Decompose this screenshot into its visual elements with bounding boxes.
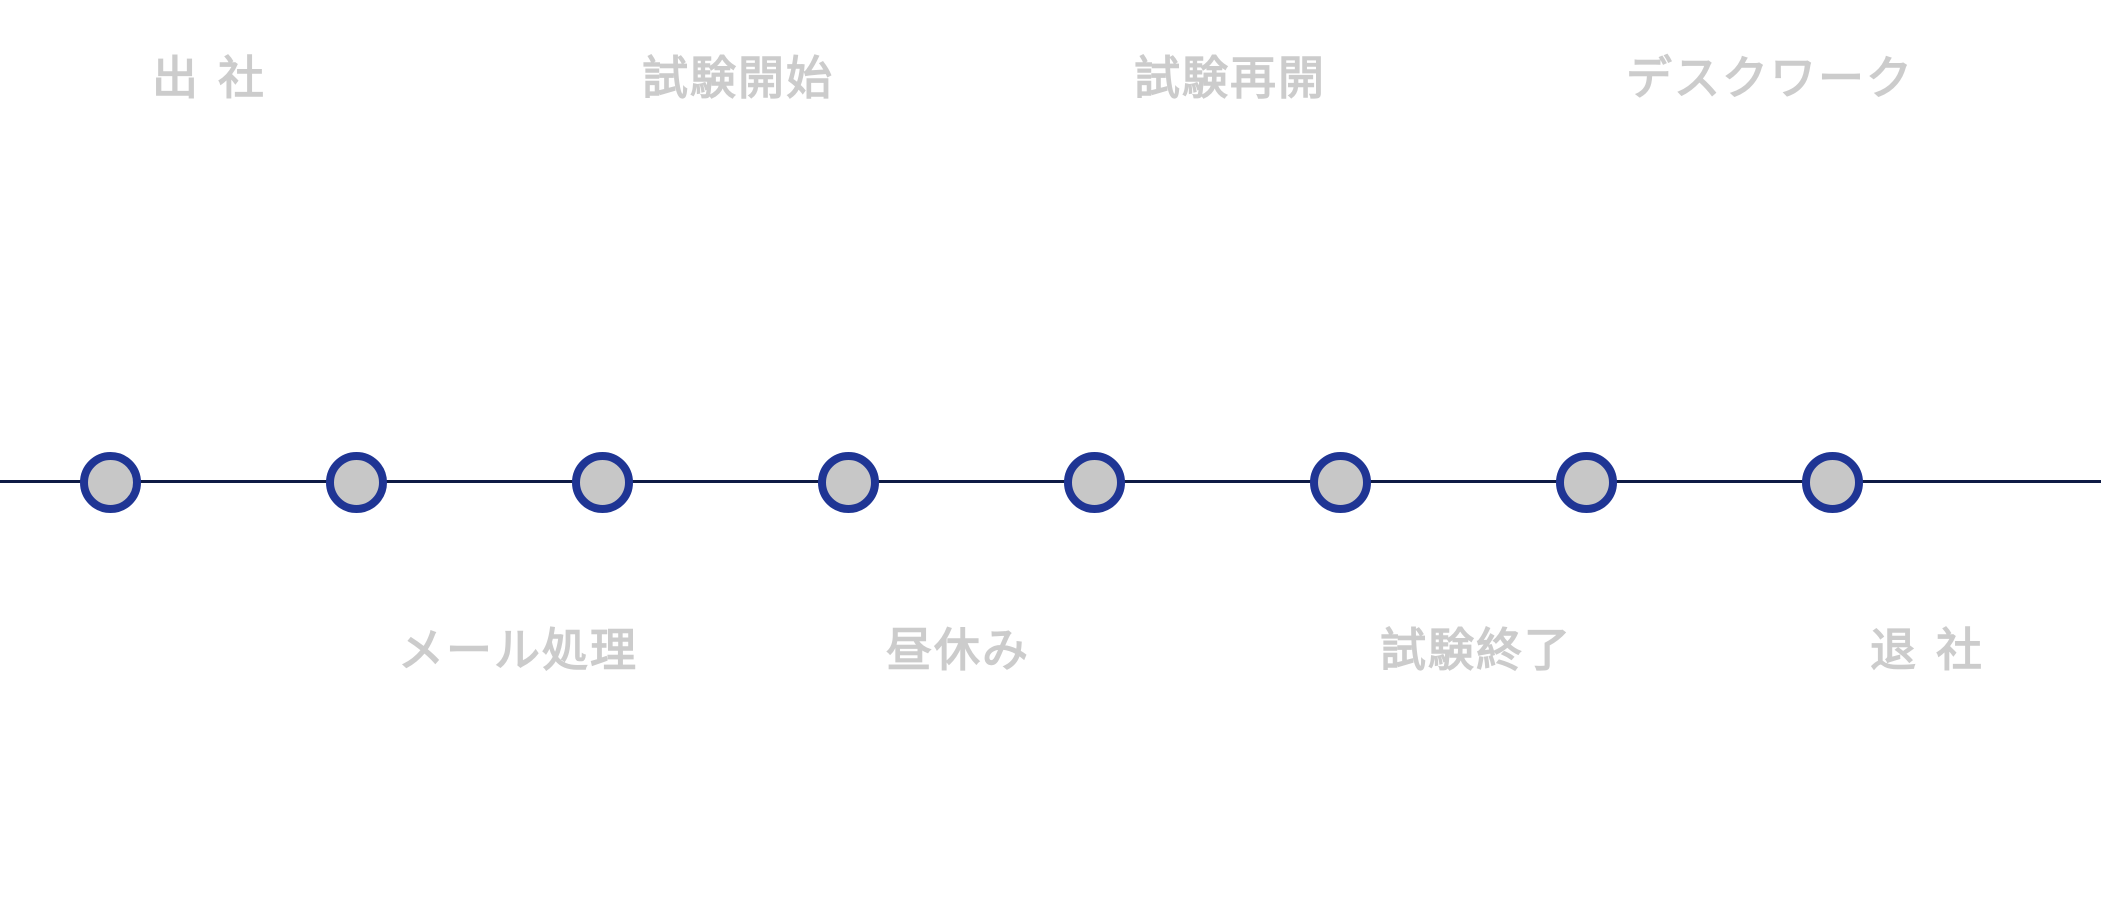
bottom-label-1: メール処理 [398, 623, 638, 677]
timeline-node-1 [80, 452, 141, 513]
bottom-label-3: 試験終了 [1380, 623, 1572, 677]
timeline-node-3 [572, 452, 633, 513]
bottom-label-2: 昼休み [886, 623, 1030, 677]
timeline-node-7 [1556, 452, 1617, 513]
bottom-label-4: 退 社 [1870, 623, 1985, 677]
top-label-1: 出 社 [152, 51, 267, 105]
timeline-line [0, 480, 2101, 483]
timeline-node-4 [818, 452, 879, 513]
top-label-4: デスクワーク [1626, 51, 1914, 105]
top-label-3: 試験再開 [1134, 51, 1326, 105]
timeline-node-6 [1310, 452, 1371, 513]
top-label-2: 試験開始 [642, 51, 834, 105]
timeline-node-8 [1802, 452, 1863, 513]
timeline-node-5 [1064, 452, 1125, 513]
timeline-node-2 [326, 452, 387, 513]
